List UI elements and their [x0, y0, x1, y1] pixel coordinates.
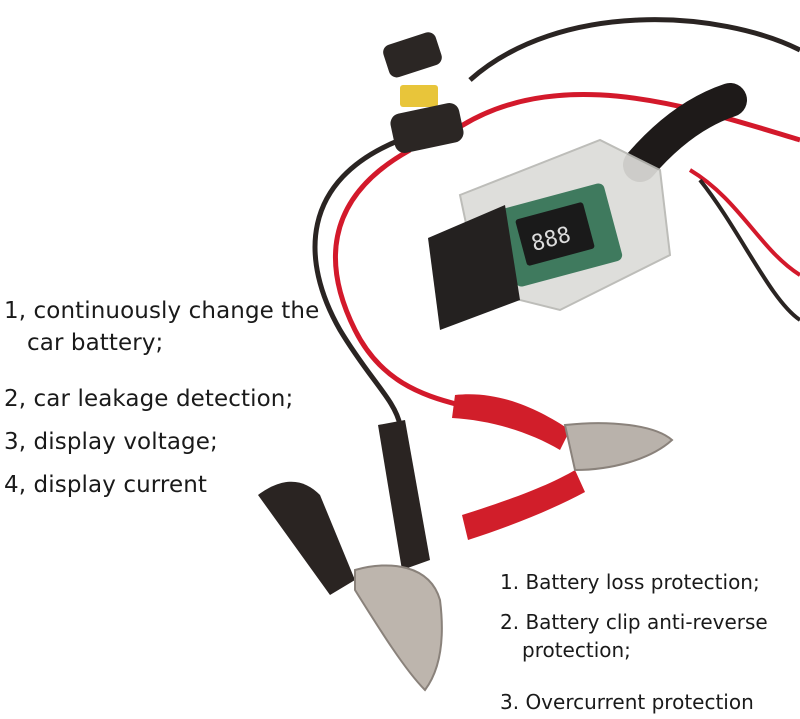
black-clip-handle-right	[378, 420, 430, 570]
red-cable-right-lower	[688, 168, 800, 277]
right-feature-1: 1. Battery loss protection;	[500, 570, 760, 594]
right-feature-3: 3. Overcurrent protection	[500, 690, 754, 714]
fuse-holder-cap	[383, 32, 442, 78]
fuse	[400, 85, 438, 107]
left-feature-1-line-1: 1, continuously change the	[4, 298, 320, 324]
left-feature-1-line-2: car battery;	[27, 330, 164, 356]
red-clip-handle-upper	[452, 394, 570, 450]
red-clip-handle-lower	[462, 470, 585, 540]
black-cable-to-left-clip	[312, 137, 403, 426]
black-cable-right-lower	[698, 178, 800, 322]
black-cable-to-right	[468, 17, 800, 82]
left-feature-3: 3, display voltage;	[4, 429, 218, 455]
red-cable-to-left	[332, 147, 461, 408]
left-feature-2: 2, car leakage detection;	[4, 386, 294, 412]
strain-relief	[623, 83, 747, 182]
right-feature-2-line-2: protection;	[522, 638, 631, 662]
led-display	[515, 202, 595, 266]
fuse-holder-body	[390, 103, 464, 153]
red-clip-jaw	[563, 422, 674, 472]
right-feature-2-line-1: 2. Battery clip anti-reverse	[500, 610, 768, 634]
black-clip-jaw	[354, 564, 443, 692]
left-feature-4: 4, display current	[4, 472, 208, 498]
red-cable-to-right	[453, 92, 800, 143]
obd-plug-black	[428, 205, 520, 330]
black-clip-handle-left	[258, 481, 355, 595]
